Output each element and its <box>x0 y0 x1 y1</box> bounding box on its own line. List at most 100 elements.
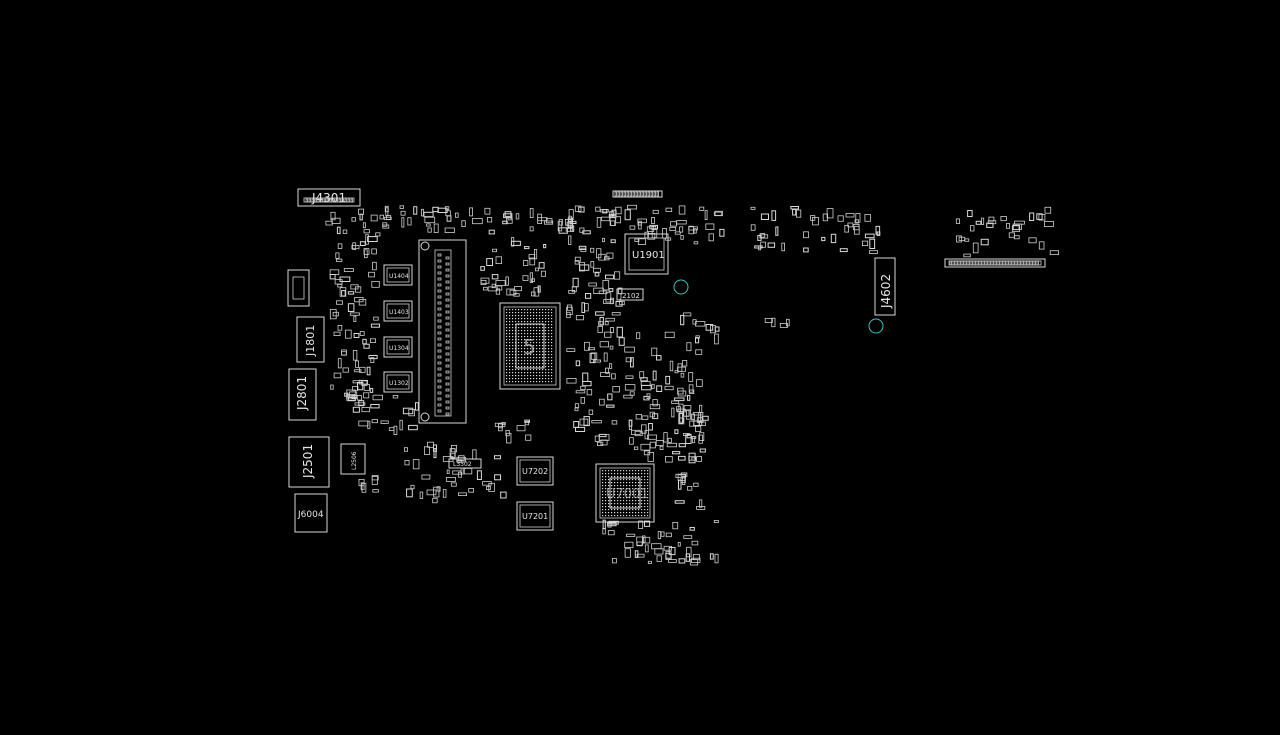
connector-j4301[interactable]: J4301 <box>297 188 361 207</box>
bga-ball <box>617 497 619 499</box>
bga-ball <box>644 482 646 484</box>
chip-j2102[interactable]: J2102 <box>616 288 644 301</box>
passive-component <box>437 373 442 377</box>
bga-ball <box>629 476 631 478</box>
bga-ball <box>641 515 643 517</box>
connector-small-left[interactable] <box>287 269 310 307</box>
bga-ball <box>530 309 532 311</box>
bga-ball <box>548 327 550 329</box>
passive-component <box>970 225 975 232</box>
passive-component <box>354 297 364 303</box>
bga-ball <box>518 312 520 314</box>
bga-ball <box>530 312 532 314</box>
bga-ball <box>608 476 610 478</box>
passive-component <box>363 249 368 259</box>
passive-component <box>624 384 636 391</box>
bga-ball <box>539 315 541 317</box>
bga-ball <box>527 372 529 374</box>
bga-ball <box>512 309 514 311</box>
bga-ball <box>515 309 517 311</box>
connector-j1801[interactable]: J1801 <box>296 316 325 363</box>
chip-u7202[interactable]: U7202 <box>516 456 554 486</box>
chip-u7001[interactable]: U7001 <box>595 463 655 523</box>
cpu-socket[interactable]: 5 <box>499 302 561 390</box>
passive-component <box>629 191 632 197</box>
passive-component <box>515 213 520 220</box>
label-l3302: L3302 <box>453 461 472 468</box>
ram-slot[interactable] <box>418 239 467 424</box>
passive-component <box>382 222 388 227</box>
bga-ball <box>512 375 514 377</box>
passive-component <box>468 488 475 493</box>
bga-ball <box>521 345 523 347</box>
passive-component <box>308 198 311 203</box>
passive-component <box>704 210 708 221</box>
passive-component <box>529 226 534 232</box>
bga-ball <box>545 315 547 317</box>
bga-ball <box>512 339 514 341</box>
bga-ball <box>632 473 634 475</box>
bga-ball <box>614 482 616 484</box>
inductor-l3302[interactable]: L3302 <box>448 458 482 469</box>
passive-component <box>603 299 614 305</box>
bga-ball <box>641 485 643 487</box>
passive-component <box>480 279 487 285</box>
passive-component <box>579 261 585 272</box>
bga-ball <box>536 348 538 350</box>
passive-component <box>432 497 438 504</box>
bga-ball <box>545 363 547 365</box>
bga-ball <box>524 336 526 338</box>
bga-ball <box>515 336 517 338</box>
bga-ball <box>629 470 631 472</box>
bga-ball <box>608 470 610 472</box>
passive-component <box>634 550 639 558</box>
passive-component <box>699 499 703 508</box>
bga-ball <box>515 351 517 353</box>
bga-ball <box>530 318 532 320</box>
bga-ball <box>521 321 523 323</box>
inductor-l2506[interactable]: L2506 <box>340 443 366 475</box>
passive-component <box>445 352 450 356</box>
bga-ball <box>638 497 640 499</box>
chip-u1404[interactable]: U1404 <box>383 264 413 286</box>
passive-component <box>329 274 336 280</box>
passive-component <box>678 479 682 490</box>
chip-u1403[interactable]: U1403 <box>383 300 413 322</box>
bga-ball <box>524 339 526 341</box>
chip-u1304[interactable]: U1304 <box>383 336 413 358</box>
bga-ball <box>530 372 532 374</box>
connector-j6004[interactable]: J6004 <box>294 493 328 533</box>
bga-ball <box>506 330 508 332</box>
connector-j4602[interactable]: J4602 <box>874 257 896 316</box>
bga-ball <box>623 500 625 502</box>
chip-u1901[interactable]: U1901 <box>624 233 669 275</box>
passive-component <box>644 520 651 527</box>
bga-ball <box>542 315 544 317</box>
bga-ball <box>545 351 547 353</box>
bga-ball <box>506 339 508 341</box>
chip-u1302[interactable]: U1302 <box>383 371 413 393</box>
passive-component <box>509 289 517 296</box>
connector-top-center[interactable] <box>612 190 663 198</box>
passive-component <box>714 553 719 564</box>
bga-ball <box>551 345 553 347</box>
bga-ball <box>536 342 538 344</box>
bga-ball <box>641 491 643 493</box>
bga-ball <box>536 321 538 323</box>
passive-component <box>588 347 595 351</box>
chip-u7201[interactable]: U7201 <box>516 501 554 531</box>
connector-j2801[interactable]: J2801 <box>288 368 317 421</box>
bga-ball <box>629 500 631 502</box>
passive-component <box>585 293 592 299</box>
passive-component <box>590 247 595 253</box>
bga-ball <box>644 470 646 472</box>
passive-component <box>981 217 985 225</box>
passive-component <box>693 420 703 426</box>
passive-component <box>514 286 522 292</box>
bga-ball <box>527 321 529 323</box>
passive-component <box>605 367 609 374</box>
passive-component <box>985 260 988 266</box>
connector-j2501[interactable]: J2501 <box>288 436 330 488</box>
bga-ball <box>626 470 628 472</box>
